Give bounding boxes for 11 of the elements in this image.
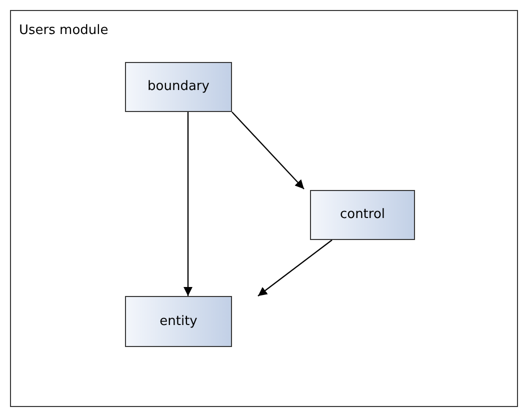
class-name: entity <box>160 312 198 331</box>
class-box <box>125 62 232 112</box>
arrow <box>258 240 332 296</box>
arrow <box>184 112 192 296</box>
class-name: boundary <box>148 78 210 96</box>
module-frame <box>10 10 518 407</box>
class-box <box>125 296 232 347</box>
module-title: Users module <box>19 22 108 40</box>
arrow <box>232 112 304 190</box>
class-box <box>310 190 415 240</box>
class-name: control <box>340 206 386 224</box>
